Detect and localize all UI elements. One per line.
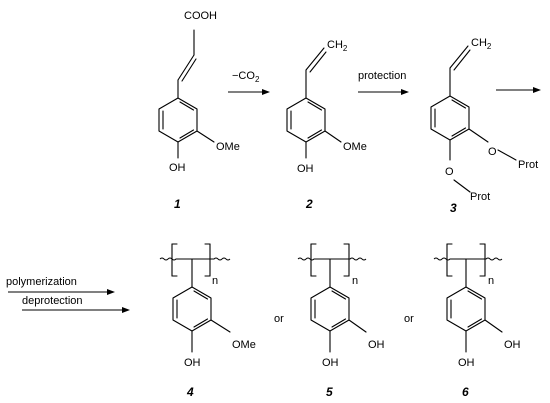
compound-5-number: 5	[326, 385, 333, 399]
compound-4-number: 4	[186, 385, 194, 399]
arrow-4-label-top: polymerization	[6, 276, 77, 288]
compound-4-structure: n OMe OH 4	[159, 243, 256, 399]
compound-5-structure: n OH OH 5	[297, 243, 385, 399]
compound-6-number: 6	[462, 385, 469, 399]
connector-or-1: or	[274, 313, 284, 325]
compound-3-structure: CH2 O Prot O Prot 3	[430, 37, 538, 215]
arrow-2-label: protection	[358, 70, 406, 82]
compound-1-oh: OH	[169, 162, 186, 174]
arrow-continue	[496, 87, 541, 93]
compound-3-meta-oxygen: O	[488, 146, 497, 158]
compound-3-para-oxygen: O	[445, 166, 454, 178]
compound-2-number: 2	[305, 197, 313, 211]
arrow-protection: protection	[358, 70, 409, 95]
compound-6-repeat-n: n	[488, 275, 494, 287]
compound-3-number: 3	[450, 201, 457, 215]
compound-4-ome: OMe	[232, 339, 256, 351]
compound-6-para-oh: OH	[458, 357, 475, 369]
connector-or-2: or	[404, 313, 414, 325]
compound-2-ome: OMe	[343, 141, 367, 153]
compound-1-cooh: COOH	[184, 10, 217, 22]
compound-1-ome: OMe	[216, 141, 240, 153]
compound-5-repeat-n: n	[352, 275, 358, 287]
compound-1-number: 1	[174, 197, 181, 211]
compound-5-para-oh: OH	[322, 357, 339, 369]
arrow-4-label-bottom: deprotection	[22, 295, 83, 307]
arrow-polymerization: polymerization deprotection	[6, 276, 130, 313]
compound-2-oh: OH	[297, 163, 314, 175]
compound-1-structure: COOH OMe OH 1	[158, 10, 240, 211]
compound-6-meta-oh: OH	[504, 339, 521, 351]
compound-4-oh: OH	[184, 357, 201, 369]
compound-3-meta-prot: Prot	[518, 159, 538, 171]
compound-3-ch2: CH2	[471, 37, 492, 51]
compound-4-repeat-n: n	[212, 275, 218, 287]
compound-3-para-prot: Prot	[470, 191, 490, 203]
compound-5-meta-oh: OH	[368, 339, 385, 351]
arrow-decarboxylation: −CO2	[228, 70, 270, 95]
arrow-1-label: −CO2	[232, 70, 260, 84]
compound-2-structure: CH2 OMe OH 2	[286, 39, 367, 211]
compound-2-ch2: CH2	[327, 39, 348, 53]
compound-6-structure: n OH OH 6	[433, 243, 521, 399]
